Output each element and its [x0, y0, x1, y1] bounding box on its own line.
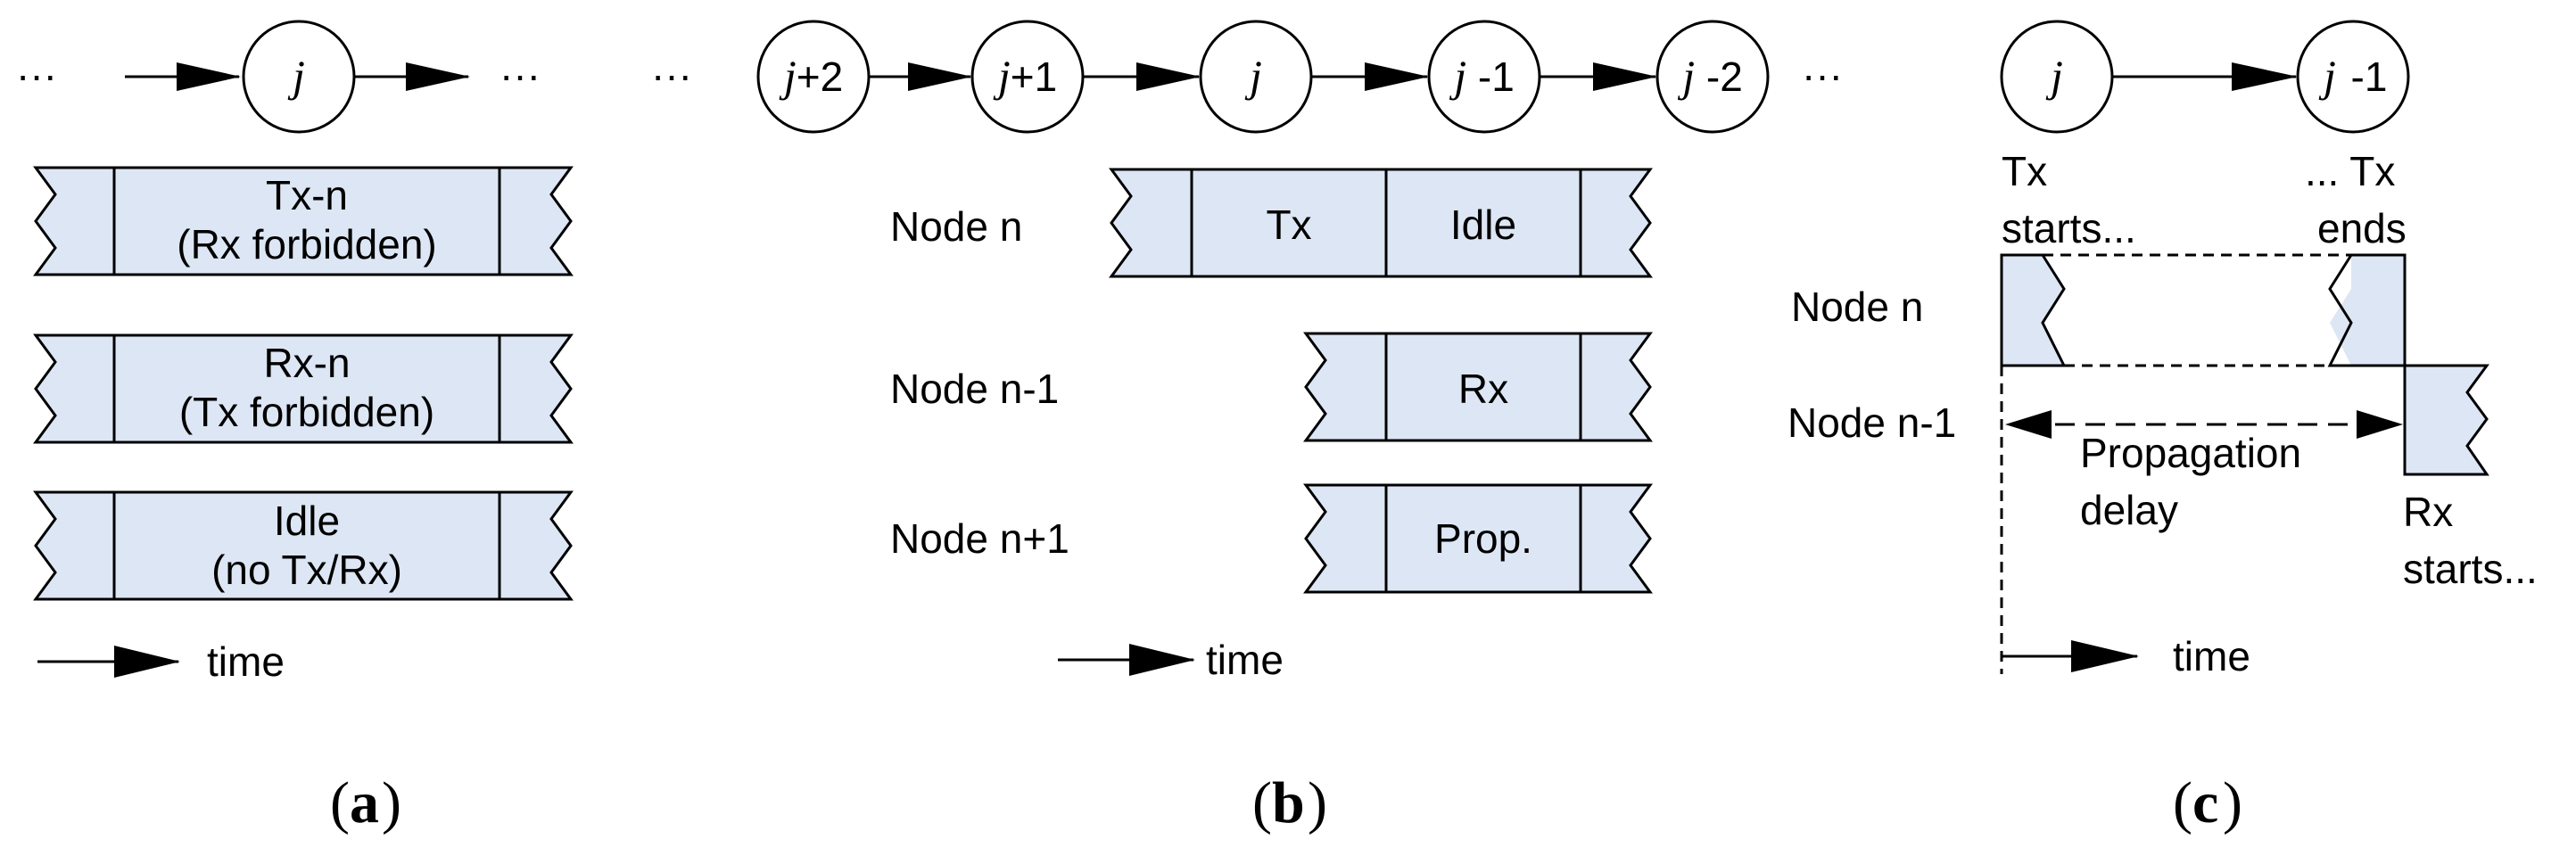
- block-idle-line1: Idle: [274, 498, 340, 544]
- ellipsis-right: ···: [500, 52, 541, 98]
- caption-a-letter: a: [350, 770, 379, 835]
- node-j-1-circle-c: [2296, 20, 2410, 134]
- row-label-node-n-c: Node n: [1791, 284, 1923, 330]
- time-label-c: time: [2173, 633, 2250, 679]
- state-block-idle: Idle (no Tx/Rx): [33, 490, 574, 601]
- timeline-node-n+1: Prop.: [1303, 483, 1653, 594]
- rx-starts-line1: Rx: [2403, 489, 2453, 535]
- node-j+2-label: j+2: [779, 51, 843, 101]
- arrow-left-icon: [2005, 410, 2052, 439]
- time-arrow-head-icon: [114, 646, 180, 678]
- block-idle-line2: (no Tx/Rx): [211, 547, 402, 593]
- row-label-node-n: Node n: [890, 203, 1022, 250]
- caption-b-letter: b: [1272, 770, 1305, 835]
- timeline-node-n-c: [2000, 253, 2407, 367]
- time-arrow-head-icon: [1129, 644, 1195, 676]
- state-block-tx: Tx-n (Rx forbidden): [33, 166, 574, 276]
- arrow-head-icon: [2232, 62, 2298, 91]
- timeline-node-n-1: Rx: [1303, 332, 1653, 442]
- timeline-node-n-1-c: [2403, 364, 2489, 476]
- arrow-right-icon: [2357, 410, 2403, 439]
- cell-prop: Prop.: [1434, 515, 1532, 562]
- caption-c-open: (: [2173, 770, 2192, 835]
- block-rx-line2: (Tx forbidden): [179, 389, 434, 435]
- row-label-node-n+1: Node n+1: [890, 515, 1069, 562]
- row-label-node-n-1-c: Node n-1: [1788, 399, 1956, 446]
- caption-a-close: ): [382, 770, 401, 835]
- cell-tx: Tx: [1266, 202, 1311, 248]
- timeline-node-n: Tx Idle: [1109, 168, 1653, 278]
- state-block-rx: Rx-n (Tx forbidden): [33, 333, 574, 444]
- prop-delay-line1: Propagation: [2080, 430, 2301, 476]
- block-tx-line2: (Rx forbidden): [177, 221, 436, 268]
- prop-delay-line2: delay: [2080, 487, 2178, 533]
- time-label-a: time: [207, 638, 285, 685]
- panel-a: ··· j ··· Tx-n (Rx forbidden) Rx-n (Tx f…: [16, 20, 574, 835]
- arrow-head-icon: [406, 62, 470, 91]
- tx-ends-line2: ends: [2317, 205, 2407, 251]
- caption-a-open: (: [330, 770, 350, 835]
- arrow-head-icon: [177, 62, 241, 91]
- time-arrow-head-icon: [2071, 640, 2139, 672]
- node-j-2-label: j -2: [1677, 51, 1743, 101]
- node-j-2-circle: [1655, 20, 1770, 134]
- tx-starts-line2: starts...: [2002, 205, 2136, 251]
- ellipsis-left: ···: [16, 52, 57, 98]
- ellipsis-right-b: ···: [1802, 52, 1843, 98]
- panel-c: j j -1 Tx starts... ... Tx ends Node n N…: [1788, 20, 2538, 835]
- caption-b-close: ): [1308, 770, 1327, 835]
- chain-arrow-head-icon: [1365, 62, 1429, 91]
- caption-b-open: (: [1252, 770, 1272, 835]
- row-label-node-n-1: Node n-1: [890, 366, 1059, 412]
- block-tx-line1: Tx-n: [266, 172, 348, 218]
- node-j-1-suffix-c: -1: [2351, 54, 2388, 100]
- tx-ends-line1: ... Tx: [2305, 148, 2395, 194]
- rx-starts-line2: starts...: [2403, 546, 2538, 592]
- cell-rx: Rx: [1458, 366, 1508, 412]
- caption-c-letter: c: [2192, 770, 2218, 835]
- time-label-b: time: [1206, 637, 1284, 683]
- chain-arrow-head-icon: [1136, 62, 1201, 91]
- chain-arrow-head-icon: [908, 62, 972, 91]
- block-rx-line1: Rx-n: [263, 340, 350, 386]
- tx-starts-line1: Tx: [2002, 148, 2047, 194]
- node-j+1-label: j+1: [993, 51, 1057, 101]
- cell-idle: Idle: [1450, 202, 1516, 248]
- ellipsis-left-b: ···: [651, 52, 692, 98]
- node-j-1-label: j -1: [1449, 51, 1515, 101]
- chain-arrow-head-icon: [1593, 62, 1657, 91]
- caption-c-close: ): [2223, 770, 2242, 835]
